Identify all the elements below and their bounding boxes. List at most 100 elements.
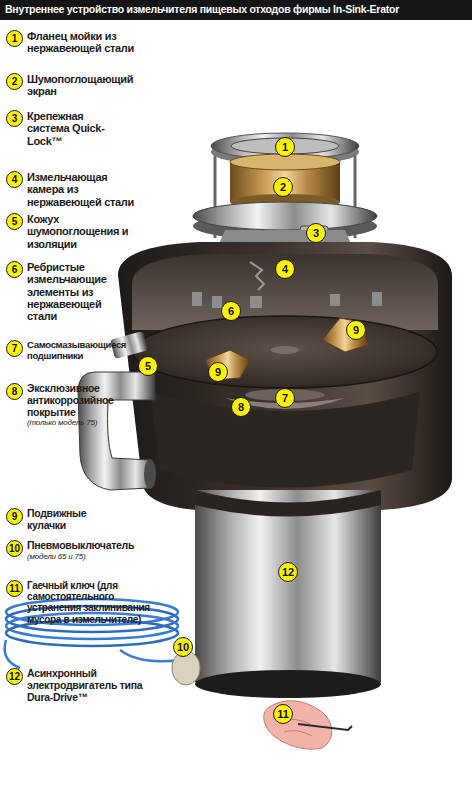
number-circle: 12 (278, 562, 298, 582)
callout-text-column: Самосмазывающиеся подшипники (27, 340, 125, 361)
mount-ring (193, 202, 377, 230)
pipes (78, 331, 156, 490)
callout-number: 2 (12, 76, 18, 87)
diagram-title: Внутреннее устройство измельчителя пищев… (0, 0, 472, 20)
part-note: (только модель 75) (27, 419, 115, 428)
callout-number: 6 (12, 264, 18, 275)
shredder-tooth (250, 296, 262, 308)
callout-item: 9Подвижные кулачки (6, 508, 23, 525)
part-name: Ребристые измельчающие элементы из нержа… (27, 261, 111, 323)
callout-number: 10 (177, 641, 189, 653)
callout-marker: 2 (273, 177, 293, 197)
number-circle: 10 (173, 637, 193, 657)
number-circle: 9 (208, 362, 228, 382)
housing (118, 242, 452, 510)
number-circle: 7 (275, 388, 295, 408)
outlet-end (144, 459, 156, 489)
plate-hub (271, 346, 299, 354)
callout-text-column: Измельчающая камера из нержавеющей стали (27, 171, 147, 208)
number-circle: 3 (306, 223, 326, 243)
shredder-tooth (372, 292, 382, 306)
callout-marker: 10 (173, 637, 193, 657)
callout-marker: 11 (273, 704, 293, 724)
mount-plate (193, 202, 377, 246)
number-circle: 7 (6, 340, 23, 357)
callout-marker: 3 (306, 223, 326, 243)
callout-item: 7Самосмазывающиеся подшипники (6, 340, 23, 357)
callout-number: 9 (353, 324, 359, 336)
part-name: Фланец мойки из нержавеющей стали (27, 30, 152, 55)
callout-text-column: Гаечный ключ (для самостоятельного устра… (27, 580, 169, 625)
callout-text-column: Пневмовыключатель(модели 65 и 75) (27, 540, 137, 562)
number-circle: 5 (138, 356, 158, 376)
callout-number: 7 (12, 343, 18, 354)
air-hose (5, 640, 180, 668)
callout-item: 11Гаечный ключ (для самостоятельного уст… (6, 580, 23, 597)
housing-shell (118, 242, 452, 510)
grind-plate (133, 316, 437, 388)
shredder-tooth (330, 294, 340, 306)
number-circle: 2 (273, 177, 293, 197)
callout-number: 6 (228, 305, 234, 317)
hand (264, 701, 332, 749)
callout-number: 4 (282, 263, 288, 275)
part-name: Самосмазывающиеся подшипники (27, 340, 125, 361)
part-name: Эксклюзивное антикоррозийное покрытие (27, 383, 115, 418)
callout-item: 2Шумопоглощающий экран (6, 73, 23, 90)
number-circle: 5 (6, 213, 23, 230)
callout-number: 4 (12, 174, 18, 185)
callout-marker: 4 (275, 259, 295, 279)
number-circle: 6 (6, 261, 23, 278)
number-circle: 10 (6, 540, 23, 557)
callout-item: 8Эксклюзивное антикоррозийное покрытие(т… (6, 383, 23, 400)
callout-text-column: Кожух шумопоглощения и изоляции (27, 213, 147, 250)
part-name: Шумопоглощающий экран (27, 73, 152, 98)
number-circle: 3 (6, 110, 23, 127)
number-circle: 6 (221, 301, 241, 321)
callout-number: 1 (12, 33, 18, 44)
callout-marker: 12 (278, 562, 298, 582)
callout-number: 8 (238, 401, 244, 413)
number-circle: 4 (6, 171, 23, 188)
part-name: Кожух шумопоглощения и изоляции (27, 213, 147, 250)
callout-marker: 5 (138, 356, 158, 376)
callout-marker: 9 (346, 320, 366, 340)
motor-base (195, 670, 381, 698)
motor-band (195, 490, 381, 517)
shredder-tooth (192, 292, 202, 306)
part-name: Асинхронный электродвигатель типа Dura-D… (27, 668, 152, 703)
callout-item: 10Пневмовыключатель(модели 65 и 75) (6, 540, 23, 557)
number-circle: 9 (346, 320, 366, 340)
callout-item: 1Фланец мойки из нержавеющей стали (6, 30, 23, 47)
part-name: Подвижные кулачки (27, 508, 127, 532)
callout-number: 1 (282, 141, 288, 153)
callout-number: 7 (282, 392, 288, 404)
number-circle: 1 (6, 30, 23, 47)
flange-top (211, 133, 359, 159)
callout-marker: 1 (275, 137, 295, 157)
callout-item: 4Измельчающая камера из нержавеющей стал… (6, 171, 23, 188)
callout-number: 12 (282, 566, 294, 578)
callout-text-column: Асинхронный электродвигатель типа Dura-D… (27, 668, 152, 703)
number-circle: 11 (6, 580, 23, 597)
callout-number: 9 (12, 511, 18, 522)
part-name: Пневмовыключатель (27, 540, 137, 552)
callout-text-column: Подвижные кулачки (27, 508, 127, 532)
number-circle: 12 (6, 668, 23, 685)
callout-number: 5 (12, 216, 18, 227)
callout-number: 11 (277, 708, 289, 720)
number-circle: 4 (275, 259, 295, 279)
number-circle: 11 (273, 704, 293, 724)
number-circle: 9 (6, 508, 23, 525)
impeller-lug (322, 318, 368, 352)
callout-text-column: Ребристые измельчающие элементы из нержа… (27, 261, 111, 323)
number-circle: 1 (275, 137, 295, 157)
callout-marker: 7 (275, 388, 295, 408)
part-note: (модели 65 и 75) (27, 553, 137, 562)
part-name: Гаечный ключ (для самостоятельного устра… (27, 580, 169, 625)
callout-number: 3 (12, 113, 18, 124)
callout-item: 3Крепежная система Quick-Lock™ (6, 110, 23, 127)
callout-text-column: Шумопоглощающий экран (27, 73, 152, 98)
callout-number: 8 (12, 386, 18, 397)
wrench-hand (264, 701, 352, 749)
